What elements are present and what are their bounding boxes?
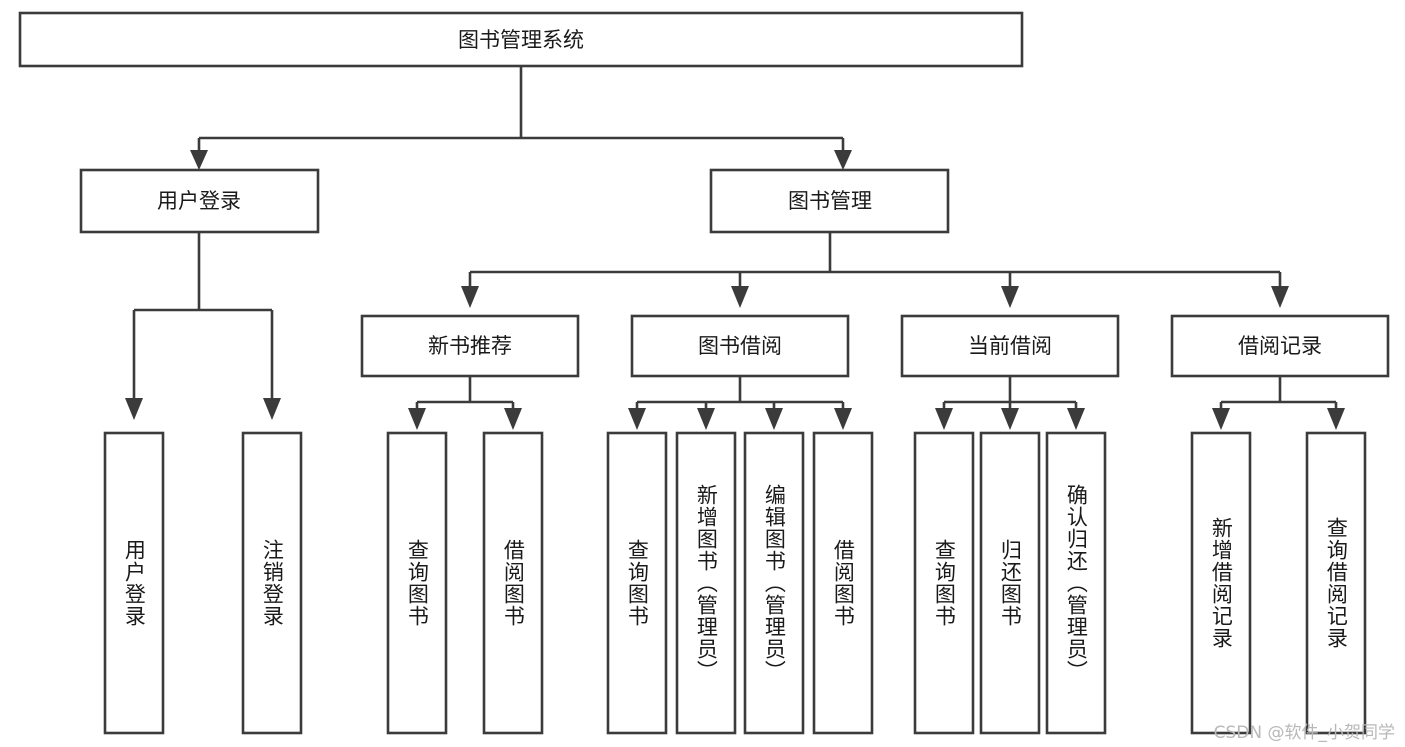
label-user-login: 用户登录 [157, 189, 241, 213]
node-leaf-borrow-book-2[interactable] [812, 431, 874, 735]
label-current-borrow: 当前借阅 [968, 334, 1052, 358]
node-book-borrow[interactable] [630, 314, 850, 378]
node-leaf-query-book-3[interactable] [913, 431, 975, 735]
label-book-manage: 图书管理 [788, 189, 872, 213]
node-leaf-add-record[interactable] [1190, 431, 1252, 735]
watermark-text: CSDN @软件_小贺同学 [1213, 723, 1395, 743]
label-root: 图书管理系统 [458, 28, 584, 52]
node-leaf-edit-book[interactable] [743, 431, 805, 735]
connector-root-to-level2 [190, 66, 852, 170]
node-leaf-borrow-book-1[interactable] [482, 431, 544, 735]
connector-currentborrow-to-leaves [935, 376, 1085, 430]
node-leaf-query-book-1[interactable] [386, 431, 448, 735]
node-leaf-query-record[interactable] [1305, 431, 1367, 735]
connector-bookborrow-to-leaves [628, 376, 852, 430]
node-root[interactable] [18, 11, 1024, 68]
node-leaf-user-logout[interactable] [241, 431, 303, 735]
connector-userlogin-to-leaves [125, 232, 281, 420]
connector-bookmanage-to-level3 [461, 232, 1289, 308]
connector-newbook-to-leaves [408, 376, 522, 430]
node-borrow-record[interactable] [1170, 314, 1390, 378]
node-new-book-recommend[interactable] [360, 314, 580, 378]
node-leaf-add-book[interactable] [675, 431, 737, 735]
node-user-login[interactable] [79, 168, 320, 234]
node-leaf-confirm-return[interactable] [1045, 431, 1107, 735]
node-book-manage[interactable] [709, 168, 950, 234]
node-leaf-user-login[interactable] [103, 431, 165, 735]
label-borrow-record: 借阅记录 [1238, 334, 1322, 358]
label-book-borrow: 图书借阅 [698, 334, 782, 358]
label-new-book-recommend: 新书推荐 [428, 334, 512, 358]
node-leaf-return-book[interactable] [979, 431, 1041, 735]
node-current-borrow[interactable] [900, 314, 1120, 378]
node-leaf-query-book-2[interactable] [606, 431, 668, 735]
connector-borrowrecord-to-leaves [1212, 376, 1345, 430]
